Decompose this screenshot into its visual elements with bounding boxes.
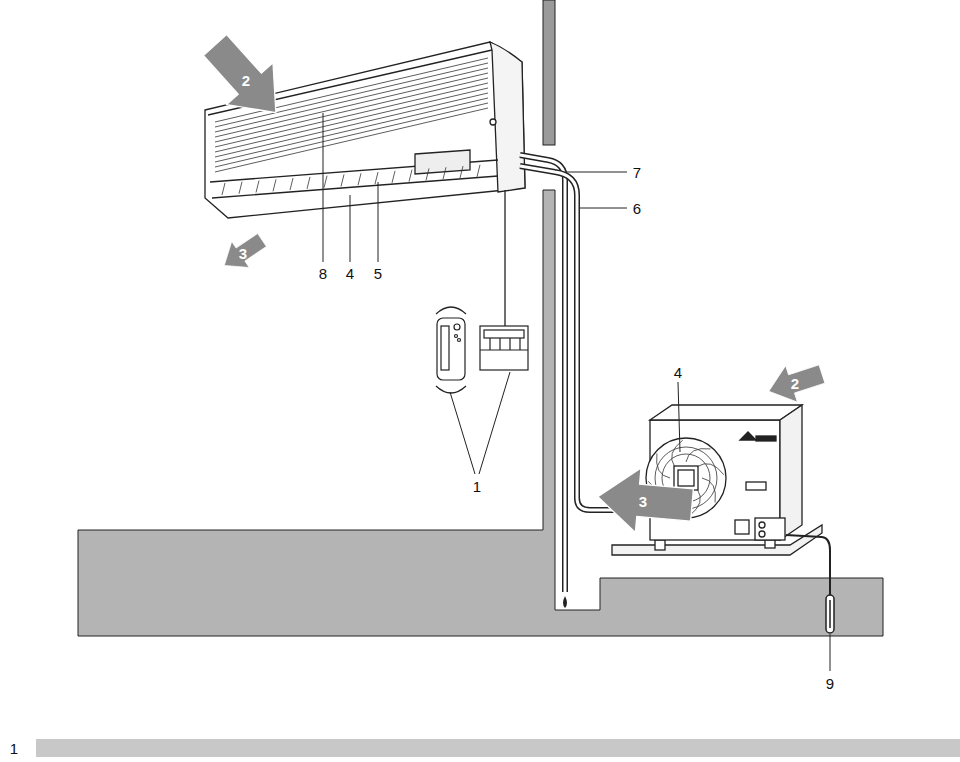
airflow-arrows	[192, 24, 828, 537]
callout-number: 9	[826, 676, 834, 691]
callout-number: 5	[374, 266, 382, 281]
callout-number: 4	[346, 266, 354, 281]
control-wire	[504, 190, 505, 326]
floor-ground	[78, 190, 883, 636]
callout-number: 3	[239, 246, 247, 261]
wired-controller	[480, 326, 528, 370]
callout-number: 2	[242, 73, 250, 88]
callout-number: 1	[473, 479, 481, 494]
page-number: 1	[10, 741, 18, 756]
remote-control	[436, 307, 466, 393]
callout-number: 7	[633, 165, 641, 180]
callout-number: 2	[791, 376, 799, 391]
callout-number: 3	[639, 494, 647, 509]
drain-drop	[563, 596, 567, 608]
callout-number: 6	[633, 201, 641, 216]
wall	[543, 0, 555, 145]
earth-rod	[826, 595, 834, 633]
leader-lines	[323, 113, 830, 671]
callout-number: 8	[319, 266, 327, 281]
power-cable	[786, 535, 830, 595]
callout-number: 4	[674, 365, 682, 380]
outdoor-unit	[612, 405, 822, 555]
footer-bar	[36, 739, 960, 757]
